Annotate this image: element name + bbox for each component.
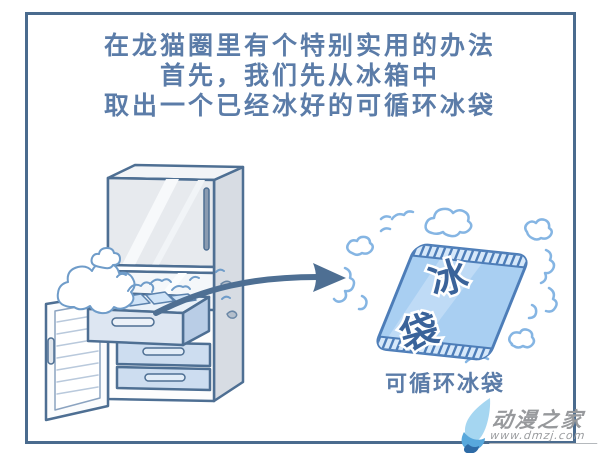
comic-caption: 在龙猫圈里有个特别实用的办法 首先，我们先从冰箱中 取出一个已经冰好的可循环冰袋 [30, 31, 570, 121]
ice-pack-sheen [387, 258, 483, 342]
ice-pack-crimp-seals [374, 243, 530, 361]
caption-line-2: 首先，我们先从冰箱中 [159, 61, 440, 90]
door-handle-groove [47, 337, 55, 365]
caption-line-1: 在龙猫圈里有个特别实用的办法 [103, 31, 496, 60]
panel-border-frame [25, 12, 576, 444]
drawer-handle-slot [111, 317, 155, 327]
refrigerator [106, 163, 245, 403]
lower-drawers [115, 340, 212, 392]
dmzj-logo-icon [461, 398, 491, 453]
ice-pack-caption: 可循环冰袋 [384, 372, 505, 397]
ice-pack-clouds [332, 207, 558, 364]
upper-door-handle [203, 187, 210, 251]
watermark-site-url: www.dmzj.com [489, 429, 599, 444]
caption-line-3: 取出一个已经冰好的可循环冰袋 [103, 91, 496, 120]
ice-pack [374, 243, 530, 361]
arrow-icon [153, 263, 346, 316]
drawer-front-face [86, 307, 185, 347]
freezer-steam-clouds [56, 247, 231, 315]
site-watermark: 动漫之家 www.dmzj.com [438, 393, 600, 453]
fridge-upper-door [106, 176, 216, 269]
